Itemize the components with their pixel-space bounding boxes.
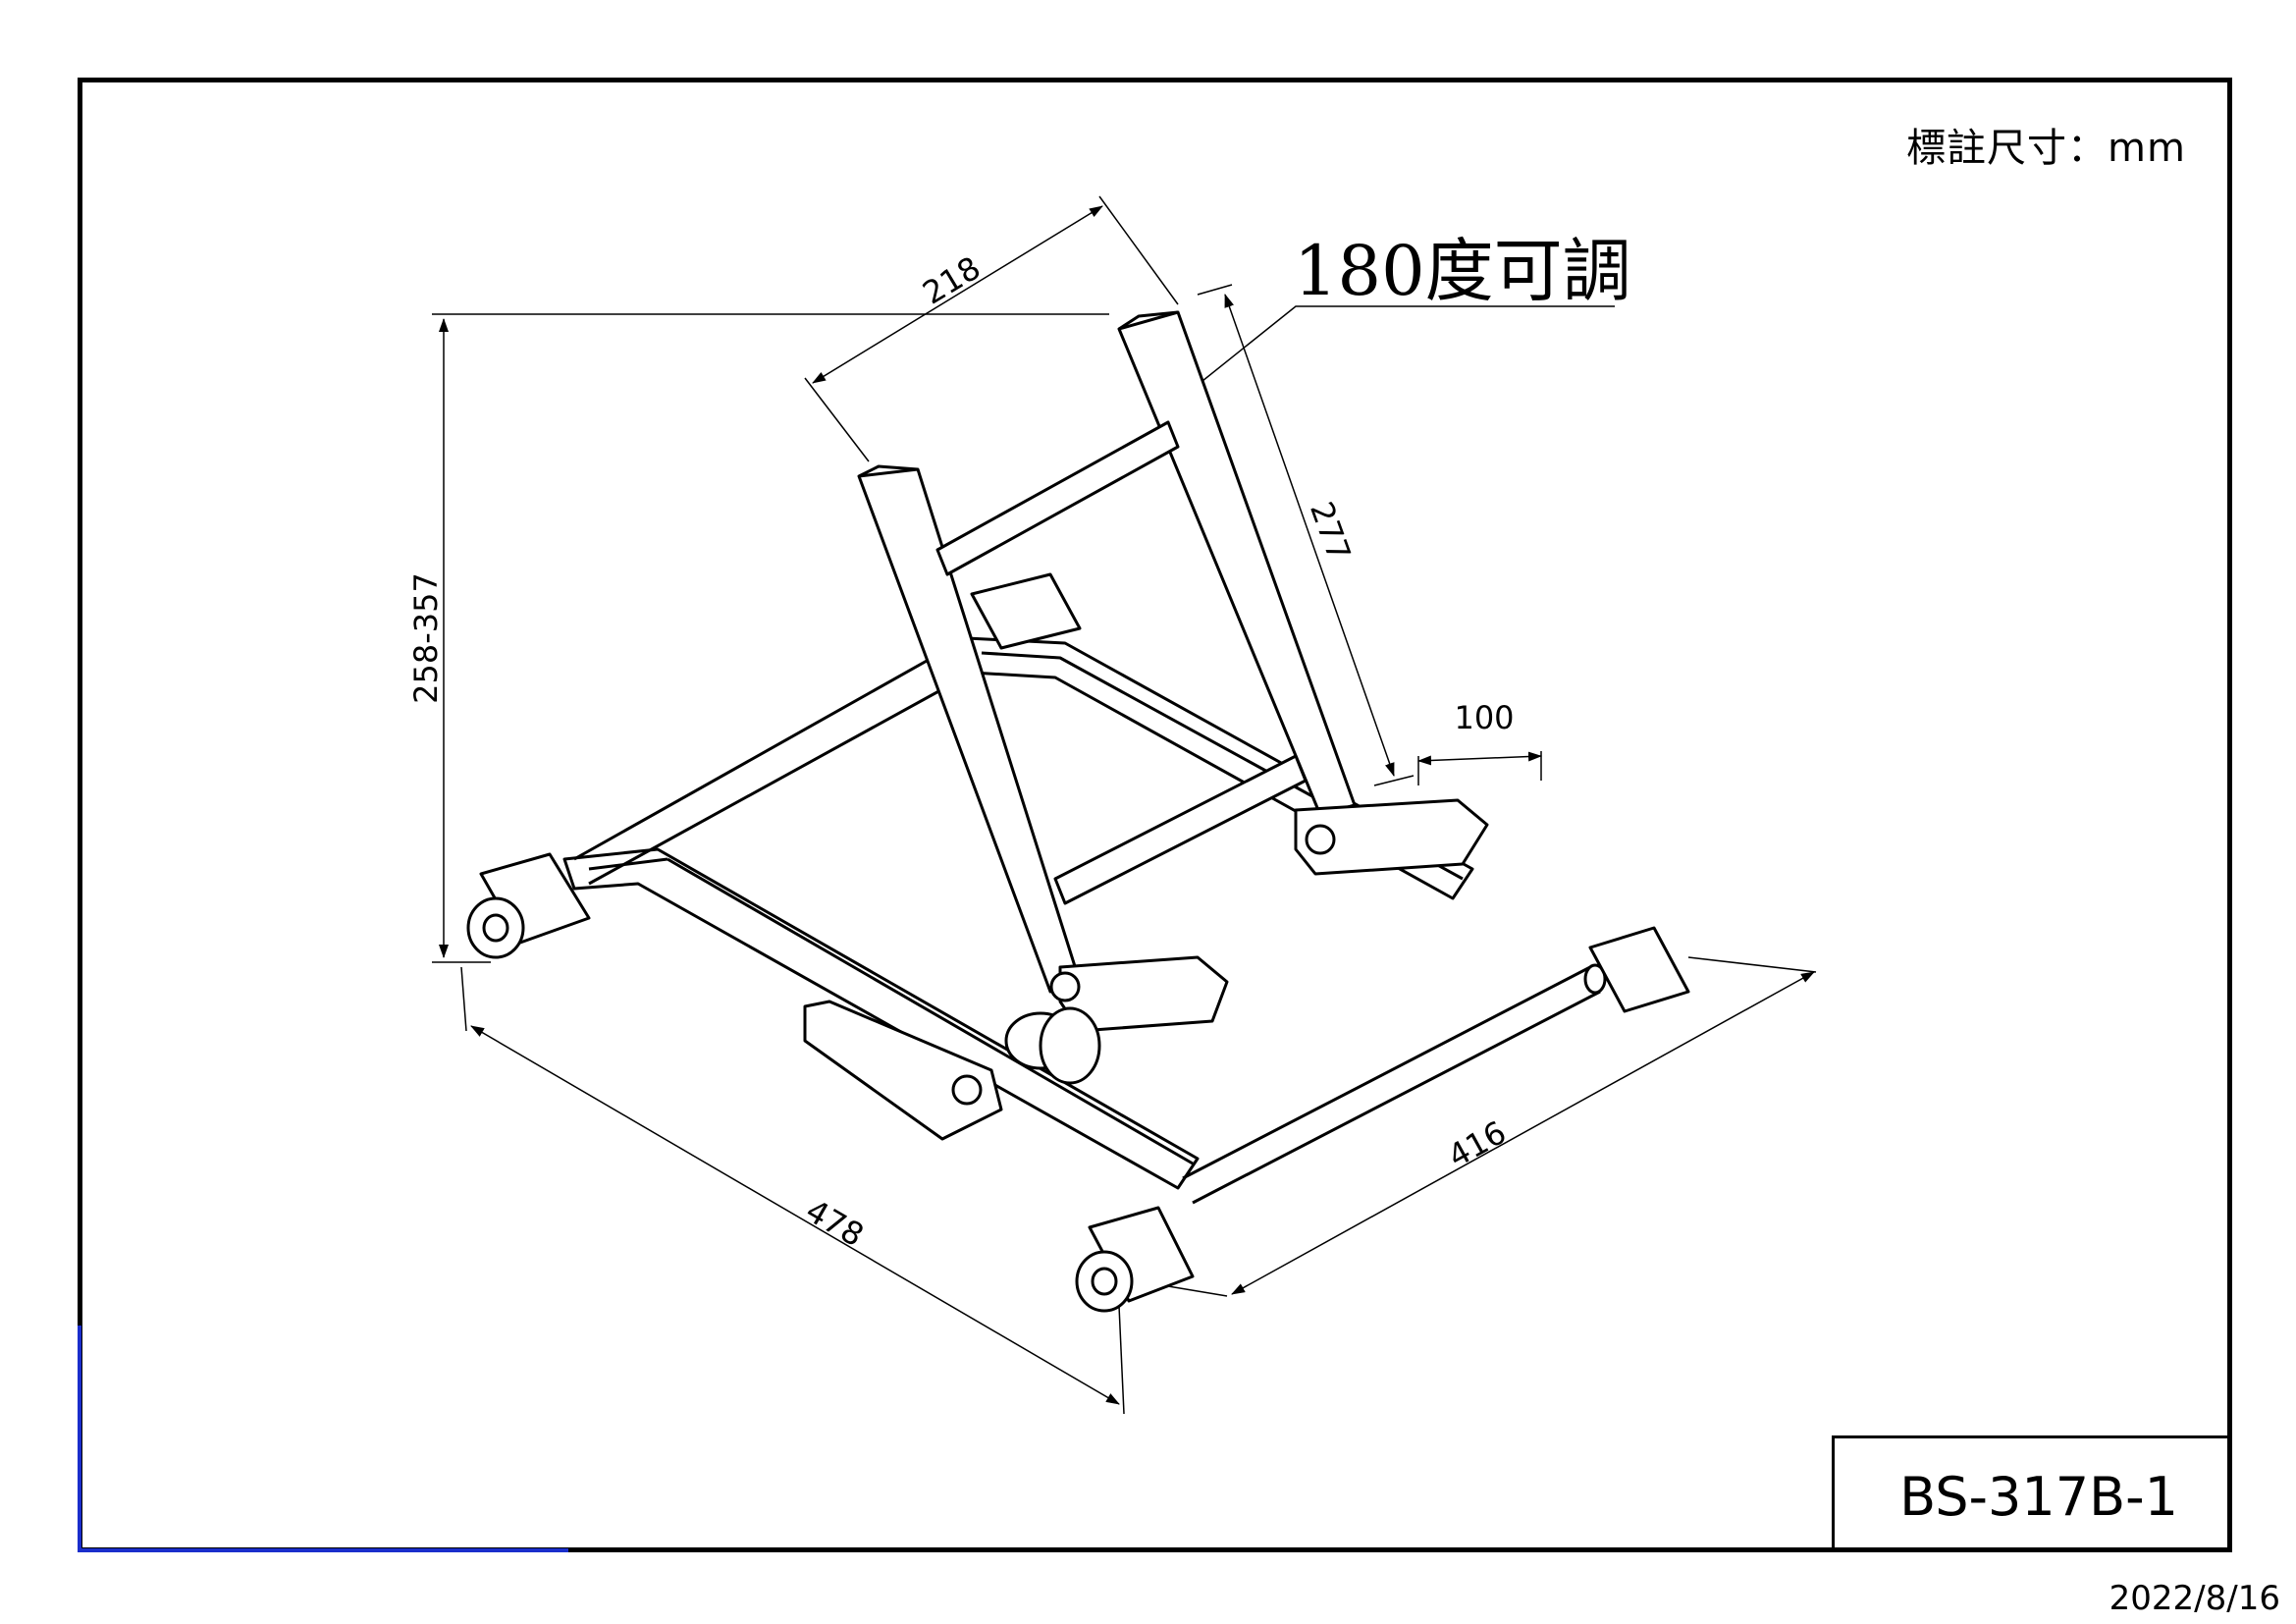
date-stamp: 2022/8/16	[2109, 1579, 2280, 1618]
border-accent-bottom	[78, 1548, 568, 1552]
dim-arm-length: 277	[1303, 497, 1359, 566]
dimension-lines	[432, 195, 1817, 1415]
drawing-number: BS-317B-1	[1899, 1466, 2178, 1528]
foot-front-right	[1075, 1206, 1195, 1313]
foot-front-left	[466, 852, 591, 959]
upright-frame	[857, 310, 1357, 994]
dim-top-width: 218	[916, 249, 987, 312]
title-block: BS-317B-1	[1832, 1435, 2227, 1547]
dim-clamp-width: 100	[1454, 699, 1514, 736]
border-accent-left	[78, 1326, 81, 1552]
foot-back-right	[1588, 926, 1690, 1013]
dim-base-width: 416	[1442, 1113, 1513, 1175]
dim-base-length: 478	[800, 1192, 871, 1254]
stand-geometry	[466, 310, 1690, 1313]
foot-back-left	[970, 572, 1082, 650]
drawing-border	[78, 78, 2232, 1552]
dim-height-range: 258-357	[407, 572, 445, 704]
units-label: 標註尺寸：mm	[1906, 126, 2186, 171]
adjust-note: 180度可調	[1294, 231, 1631, 311]
right-cross-tube	[1182, 963, 1607, 1205]
left-rail	[573, 636, 983, 886]
hinge-blocks	[1049, 798, 1489, 1033]
